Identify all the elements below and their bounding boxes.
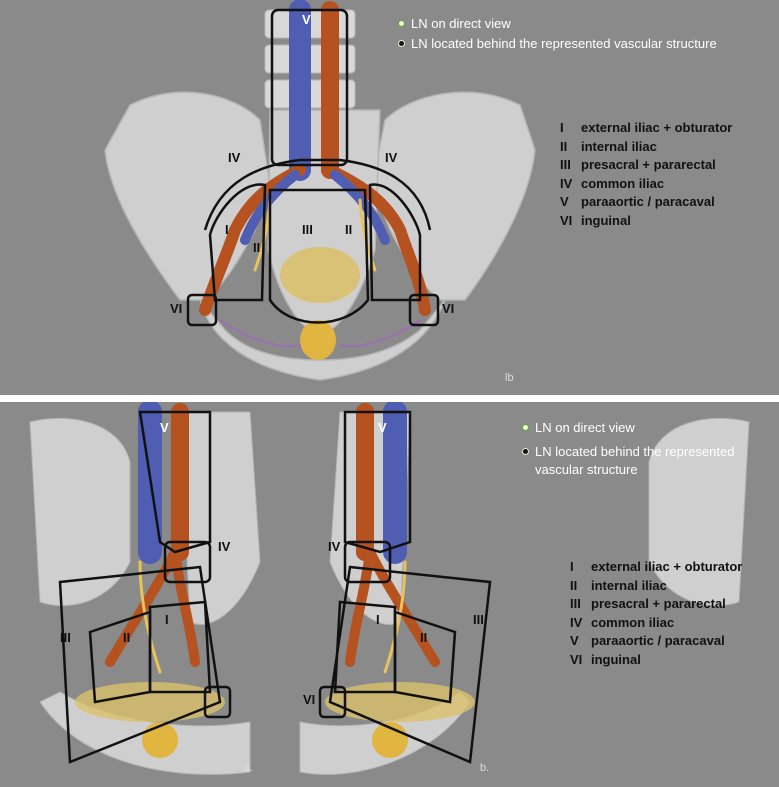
ln-direct-marker-icon [522, 424, 529, 431]
label-VI-b: VI [303, 692, 315, 707]
rectum [300, 320, 336, 360]
label-II-left-top: II [253, 240, 260, 255]
panel-oblique-views: LN on direct view LN located behind the … [0, 402, 779, 787]
label-II-b: II [420, 630, 427, 645]
view-a [30, 412, 260, 774]
label-IV-a: IV [218, 539, 230, 554]
panel-mark-a: a. [244, 762, 253, 774]
ln-direct-marker-icon [398, 20, 405, 27]
label-IV-left-top: IV [228, 150, 240, 165]
label-III-b: III [473, 612, 484, 627]
legend-direct-text: LN on direct view [411, 16, 511, 31]
label-III-top: III [302, 222, 313, 237]
label-I-a: I [165, 612, 169, 627]
ln-behind-marker-icon [522, 448, 529, 455]
legend-behind-bottom-line2: vascular structure [535, 462, 638, 478]
label-IV-right-top: IV [385, 150, 397, 165]
label-III-a: III [60, 630, 71, 645]
legend-direct-bottom: LN on direct view [522, 420, 635, 436]
label-V-top: V [302, 12, 311, 27]
legend-behind-text-bottom-2: vascular structure [535, 462, 638, 477]
legend-behind-text-bottom-1: LN located behind the represented [535, 444, 734, 459]
label-II-a: II [123, 630, 130, 645]
legend-behind: LN located behind the represented vascul… [398, 36, 717, 52]
legend-behind-text: LN located behind the represented vascul… [411, 36, 717, 51]
bladder [280, 247, 360, 303]
label-I-b: I [376, 612, 380, 627]
label-V-a: V [160, 420, 169, 435]
label-I-left-top: I [225, 222, 229, 237]
label-V-b: V [378, 420, 387, 435]
label-VI-right-top: VI [442, 301, 454, 316]
legend-direct-text-bottom: LN on direct view [535, 420, 635, 435]
label-IV-b: IV [328, 539, 340, 554]
panel-mark-b: b. [480, 762, 489, 774]
ln-behind-marker-icon [398, 40, 405, 47]
panel-frontal-view: LN on direct view LN located behind the … [0, 0, 779, 395]
watermark-logo: lb [505, 372, 514, 384]
label-VI-left-top: VI [170, 301, 182, 316]
legend-direct: LN on direct view [398, 16, 511, 32]
label-II-right-top: II [345, 222, 352, 237]
legend-behind-bottom-line1: LN located behind the represented [522, 444, 734, 460]
